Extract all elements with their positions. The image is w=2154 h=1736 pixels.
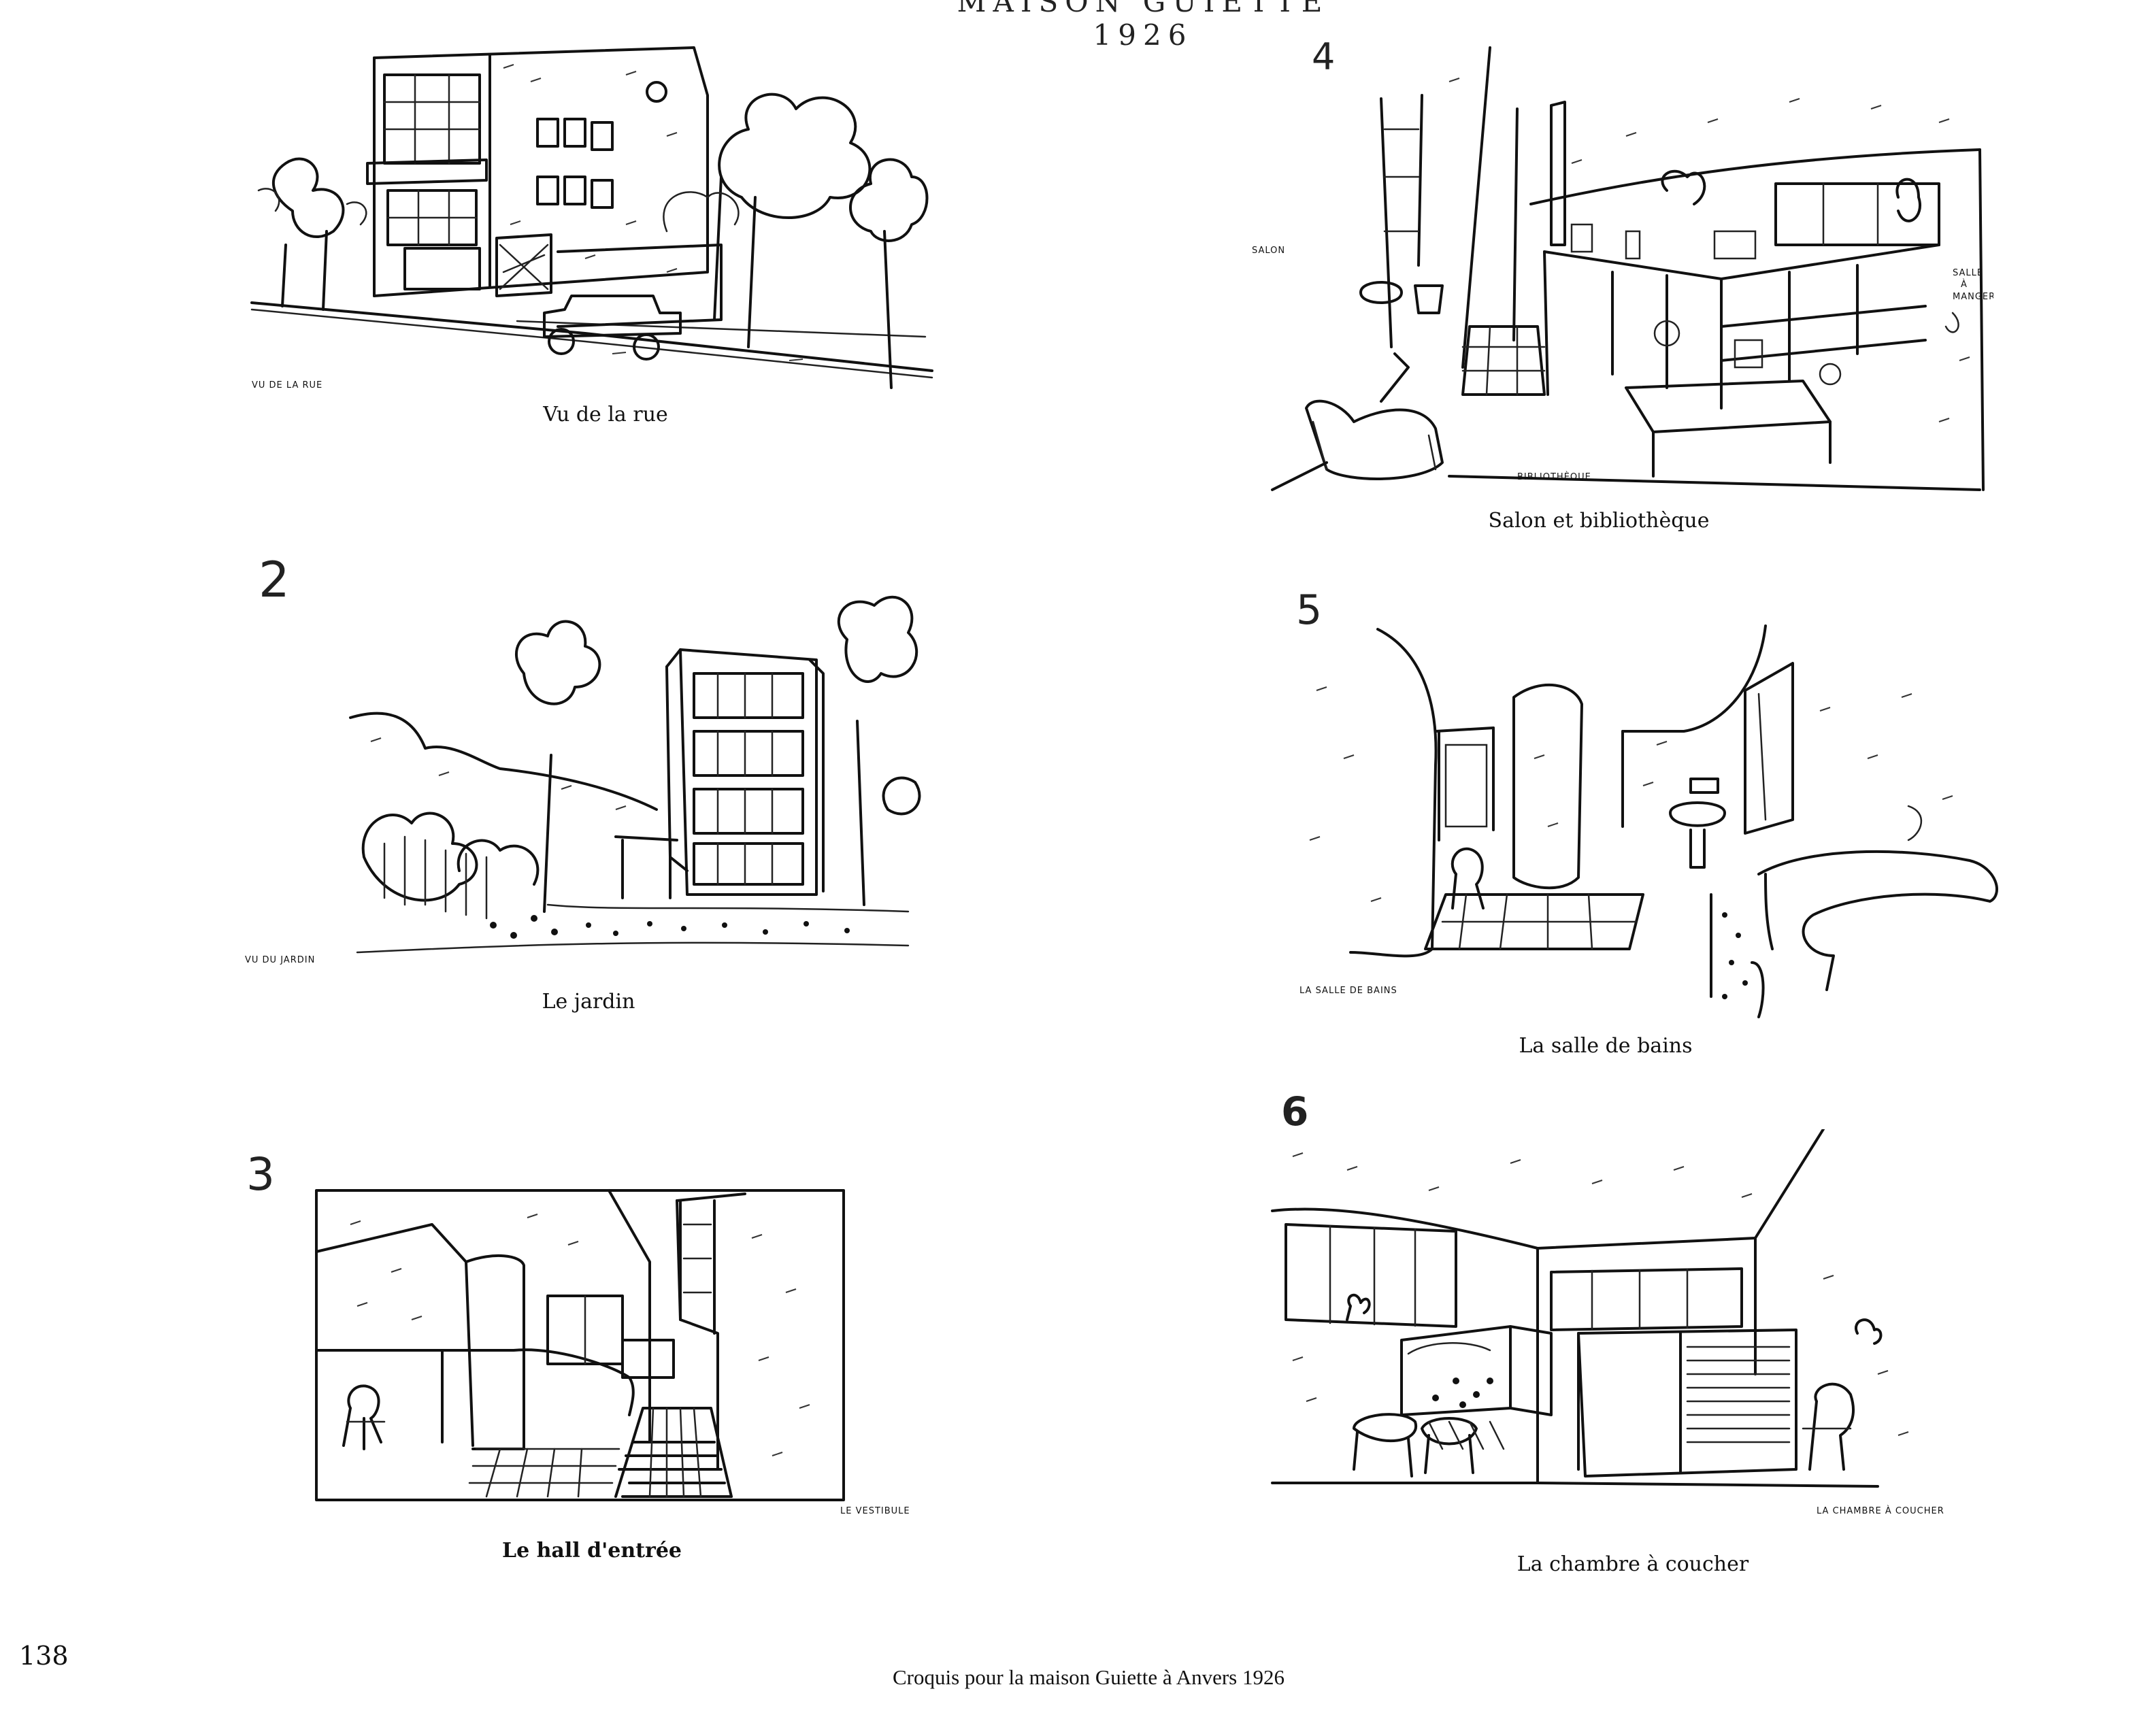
sketch-bathroom-drawing: LA SALLE DE BAINS (1299, 624, 1998, 1018)
page-number: 138 (19, 1641, 69, 1671)
sketch-salon-library: SALON SALLE À MANGER BIBLIOTHÈQUE (1245, 41, 1993, 503)
sketch-salon-library-label-right-1: SALLE (1953, 268, 1983, 278)
page-caption: Croquis pour la maison Guiette à Anvers … (893, 1665, 1285, 1689)
sketch-street-view: VU DE LA RUE (245, 27, 939, 398)
sketch-entrance-hall: LE VESTIBULE (310, 1184, 922, 1524)
sketch-garden-view-drawing: VU DU JARDIN (245, 595, 921, 965)
sketch-salon-library-label-left: SALON (1252, 246, 1285, 256)
sketch-salon-library-drawing: SALON SALLE À MANGER BIBLIOTHÈQUE (1252, 46, 1993, 491)
sketch-salon-library-inscription: BIBLIOTHÈQUE (1517, 471, 1591, 482)
sketch-bathroom: LA SALLE DE BAINS (1289, 609, 2017, 1031)
sketch-street-view-inscription: VU DE LA RUE (252, 380, 322, 390)
caption-garden: Le jardin (542, 990, 635, 1014)
sketch-bedroom: LA CHAMBRE À COUCHER (1265, 1129, 1966, 1524)
sketch-garden-view-inscription: VU DU JARDIN (245, 955, 315, 965)
caption-bedroom: La chambre à coucher (1517, 1552, 1749, 1576)
sketch-number-5: 5 (1296, 586, 1323, 634)
sketch-number-2: 2 (259, 551, 290, 608)
caption-bathroom: La salle de bains (1519, 1034, 1693, 1058)
sketch-entrance-hall-inscription: LE VESTIBULE (840, 1506, 910, 1516)
sketch-salon-library-label-right-3: MANGER (1953, 292, 1993, 302)
running-head: MAISON GUIETTE 1926 (957, 0, 1329, 52)
caption-street-view: Vu de la rue (543, 403, 668, 427)
sketch-number-4: 4 (1312, 35, 1336, 78)
sketch-number-3: 3 (246, 1148, 275, 1201)
sketch-bedroom-drawing: LA CHAMBRE À COUCHER (1271, 1129, 1944, 1516)
sketch-garden-view: VU DU JARDIN (235, 585, 935, 973)
sketch-street-view-drawing: VU DE LA RUE (250, 46, 933, 390)
sketch-bathroom-inscription: LA SALLE DE BAINS (1299, 986, 1397, 996)
sketch-bedroom-inscription: LA CHAMBRE À COUCHER (1817, 1505, 1944, 1516)
caption-salon-library: Salon et bibliothèque (1488, 509, 1710, 533)
sketch-number-6: 6 (1281, 1088, 1309, 1135)
sketch-entrance-hall-drawing: LE VESTIBULE (315, 1189, 910, 1516)
caption-entrance-hall: Le hall d'entrée (501, 1539, 682, 1563)
sketch-salon-library-label-right-2: À (1961, 279, 1968, 290)
